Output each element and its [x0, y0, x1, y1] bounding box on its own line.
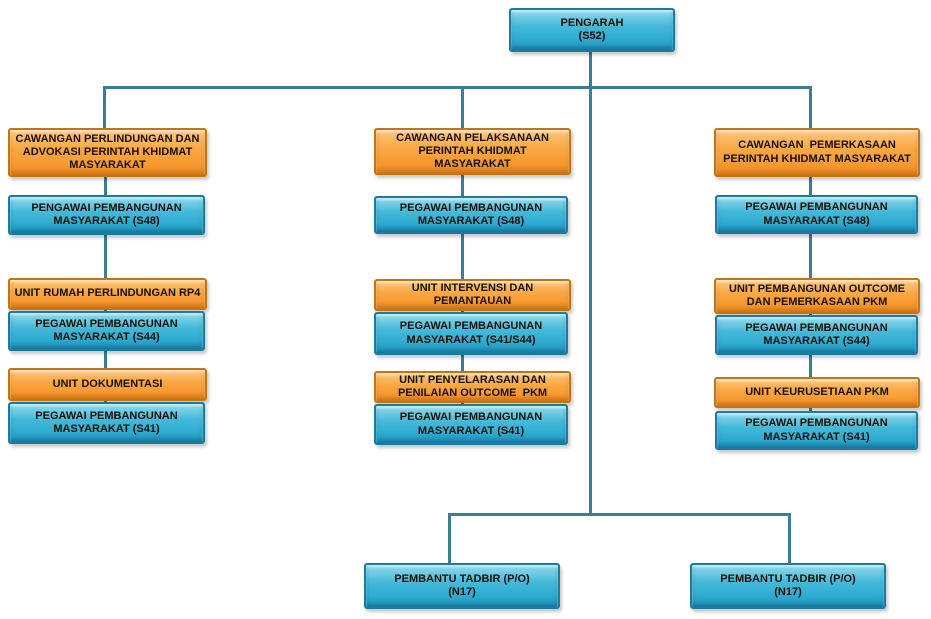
node-cawangan-pemerkasaan: CAWANGAN PEMERKASAAN PERINTAH KHIDMAT MA… [714, 128, 920, 177]
connector-top-horizontal [103, 86, 812, 89]
node-cawangan-perlindungan-advokasi: CAWANGAN PERLINDUNGAN DAN ADVOKASI PERIN… [8, 128, 207, 177]
node-right-pegawai-s48: PEGAWAI PEMBANGUNAN MASYARAKAT (S48) [715, 195, 918, 234]
connector-middle-drop [461, 86, 464, 128]
node-unit-penyelarasan-penilaian-outcome: UNIT PENYELARASAN DAN PENILAIAN OUTCOME … [374, 371, 571, 403]
node-unit-intervensi-pemantauan: UNIT INTERVENSI DAN PEMANTAUAN [374, 279, 571, 311]
node-cawangan-pelaksanaan: CAWANGAN PELAKSANAAN PERINTAH KHIDMAT MA… [374, 128, 571, 175]
node-middle-pegawai-s41: PEGAWAI PEMBANGUNAN MASYARAKAT (S41) [374, 404, 568, 445]
node-pembantu-tadbir-right: PEMBANTU TADBIR (P/O) (N17) [690, 563, 886, 609]
connector-bottom-right-drop [788, 513, 791, 565]
connector-left-drop [103, 86, 106, 128]
connector-center-vertical [589, 86, 592, 516]
connector-root-stem [589, 51, 592, 88]
node-right-pegawai-s41: PEGAWAI PEMBANGUNAN MASYARAKAT (S41) [715, 411, 918, 450]
node-unit-keurusetiaan-pkm: UNIT KEURUSETIAAN PKM [714, 377, 920, 408]
node-pengarah: PENGARAH (S52) [509, 8, 675, 52]
node-middle-pegawai-s48: PEGAWAI PEMBANGUNAN MASYARAKAT (S48) [374, 196, 568, 234]
node-left-pegawai-s48: PENGAWAI PEMBANGUNAN MASYARAKAT (S48) [8, 195, 205, 235]
node-unit-pembangunan-outcome-pemerkasaan: UNIT PEMBANGUNAN OUTCOME DAN PEMERKASAAN… [714, 278, 920, 314]
node-left-pegawai-s44: PEGAWAI PEMBANGUNAN MASYARAKAT (S44) [8, 311, 205, 351]
node-middle-pegawai-s41-s44: PEGAWAI PEMBANGUNAN MASYARAKAT (S41/S44) [374, 312, 568, 355]
connector-right-column-spine [809, 128, 812, 413]
connector-bottom-horizontal [448, 513, 791, 516]
node-left-pegawai-s41: PEGAWAI PEMBANGUNAN MASYARAKAT (S41) [8, 402, 205, 444]
connector-right-drop [809, 86, 812, 128]
node-unit-rumah-perlindungan-rp4: UNIT RUMAH PERLINDUNGAN RP4 [8, 278, 207, 310]
node-right-pegawai-s44: PEGAWAI PEMBANGUNAN MASYARAKAT (S44) [715, 315, 918, 355]
node-unit-dokumentasi: UNIT DOKUMENTASI [8, 368, 207, 401]
connector-bottom-left-drop [448, 513, 451, 565]
connector-left-column-spine [104, 128, 107, 404]
node-pembantu-tadbir-left: PEMBANTU TADBIR (P/O) (N17) [364, 563, 560, 609]
connector-middle-column-spine [461, 128, 464, 406]
